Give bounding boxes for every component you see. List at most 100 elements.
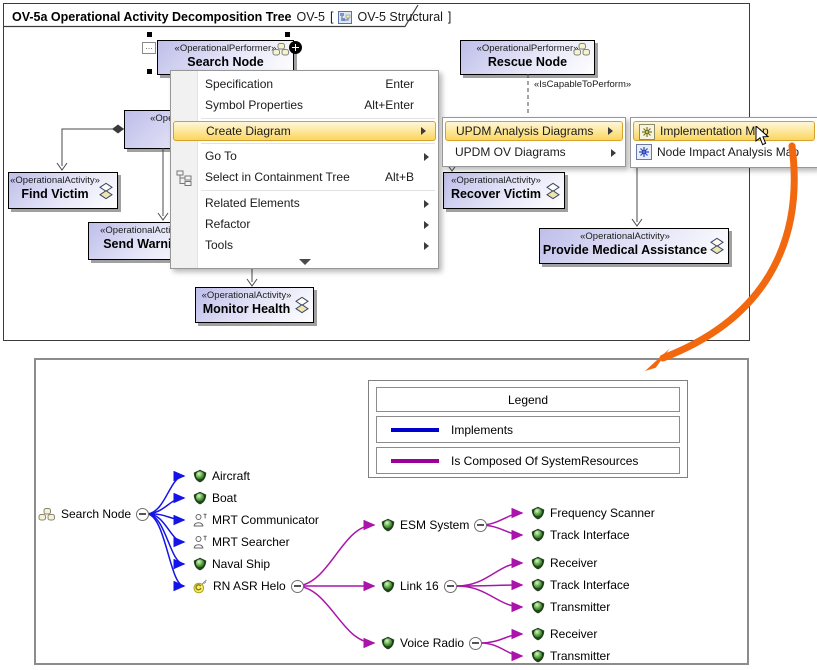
menu-item-create-diagram[interactable]: Create Diagram <box>173 121 436 141</box>
collapse-toggle[interactable] <box>474 518 488 532</box>
stereotype-label: «OperationalActivity» <box>100 225 190 236</box>
menu-item-select-in-containment-tree[interactable]: Select in Containment Tree Alt+B <box>171 167 438 188</box>
legend-title: Legend <box>507 392 549 407</box>
tree-node-label: Frequency Scanner <box>550 506 655 520</box>
post-person-icon <box>193 535 207 549</box>
resource-shield-icon <box>531 506 545 520</box>
tree-node-link-16[interactable]: Link 16 <box>381 578 457 594</box>
menu-item-symbol-properties[interactable]: Symbol Properties Alt+Enter <box>171 95 438 116</box>
node-provide-medical-assistance[interactable]: «OperationalActivity» Provide Medical As… <box>539 228 729 264</box>
node-recover-victim[interactable]: «OperationalActivity» Recover Victim <box>443 172 565 209</box>
resource-artifact-icon <box>193 579 207 593</box>
activity-diamond-icon <box>295 296 309 314</box>
resource-shield-icon <box>531 649 545 663</box>
submenu-arrow-icon <box>424 242 429 250</box>
stereotype-label: «OperationalActivity» <box>580 231 670 242</box>
tree-node-rn-asr-helo[interactable]: RN ASR Helo <box>193 578 304 594</box>
tree-node-boat[interactable]: Boat <box>193 490 237 506</box>
menu-item-specification[interactable]: Specification Enter <box>171 74 438 95</box>
tree-node-label: RN ASR Helo <box>213 579 286 593</box>
performer-group-icon <box>38 507 55 520</box>
tree-node-receiver-2[interactable]: Receiver <box>531 626 597 642</box>
post-person-icon <box>193 513 207 527</box>
menu-item-label: Go To <box>205 149 237 163</box>
resource-shield-icon <box>531 556 545 570</box>
context-menu: Specification Enter Symbol Properties Al… <box>170 70 439 269</box>
flyout-item-node-impact-analysis-map[interactable]: Node Impact Analysis Map <box>631 142 817 163</box>
bracket-open: [ <box>329 10 334 24</box>
node-search-node[interactable]: «OperationalPerformer» Search Node <box>157 40 294 75</box>
resource-shield-icon <box>193 491 207 505</box>
tree-node-label: Receiver <box>550 556 598 570</box>
menu-separator <box>201 143 435 144</box>
tree-node-search-node[interactable]: Search Node <box>38 506 150 522</box>
menu-item-label: Create Diagram <box>206 124 291 138</box>
menu-item-label: Symbol Properties <box>205 98 304 112</box>
activity-diamond-icon <box>99 182 113 199</box>
tree-node-label: ESM System <box>400 518 470 532</box>
submenu-item-updm-ov-diagrams[interactable]: UPDM OV Diagrams <box>443 142 625 163</box>
tree-node-mrt-searcher[interactable]: MRT Searcher <box>193 534 290 550</box>
menu-scroll-more-icon[interactable] <box>298 259 311 265</box>
tree-node-frequency-scanner[interactable]: Frequency Scanner <box>531 505 655 521</box>
tree-node-label: Transmitter <box>550 649 611 663</box>
bracket-close: ] <box>447 10 452 24</box>
node-find-victim[interactable]: «OperationalActivity» Find Victim <box>8 172 118 209</box>
collapse-toggle[interactable] <box>290 579 304 593</box>
selection-handle[interactable] <box>147 32 152 37</box>
tree-node-track-interface-1[interactable]: Track Interface <box>531 527 630 543</box>
node-name: Rescue Node <box>487 55 568 69</box>
diagram-title-text: OV-5a Operational Activity Decomposition… <box>12 10 292 24</box>
tree-node-voice-radio[interactable]: Voice Radio <box>381 635 483 651</box>
node-name: Recover Victim <box>450 187 542 201</box>
expand-plus-button[interactable] <box>289 41 302 54</box>
legend-entry-implements: Implements <box>376 416 680 443</box>
selection-handle[interactable] <box>285 32 290 37</box>
tree-node-mrt-communicator[interactable]: MRT Communicator <box>193 512 319 528</box>
resource-shield-icon <box>193 469 207 483</box>
menu-shortcut: Enter <box>385 77 414 91</box>
tree-node-receiver-1[interactable]: Receiver <box>531 555 597 571</box>
flyout-item-implementation-map[interactable]: Implementation Map <box>633 121 815 141</box>
tree-node-transmitter-2[interactable]: Transmitter <box>531 648 610 664</box>
tree-node-transmitter-1[interactable]: Transmitter <box>531 599 610 615</box>
collapse-toggle[interactable] <box>136 507 150 521</box>
menu-item-go-to[interactable]: Go To <box>171 146 438 167</box>
containment-tree-icon <box>176 170 192 186</box>
tree-node-naval-ship[interactable]: Naval Ship <box>193 556 270 572</box>
resource-shield-icon <box>531 600 545 614</box>
smart-manipulator-button[interactable]: … <box>142 42 156 54</box>
tree-node-label: Naval Ship <box>212 557 271 571</box>
tree-node-label: MRT Communicator <box>212 513 319 527</box>
node-monitor-health[interactable]: «OperationalActivity» Monitor Health <box>195 287 314 323</box>
relationship-label: «IsCapableToPerform» <box>534 79 632 90</box>
legend-title-box: Legend <box>376 387 680 412</box>
tree-node-label: Boat <box>212 491 237 505</box>
resource-shield-icon <box>381 579 395 593</box>
menu-item-tools[interactable]: Tools <box>171 235 438 256</box>
tree-node-label: Transmitter <box>550 600 611 614</box>
menu-item-refactor[interactable]: Refactor <box>171 214 438 235</box>
composed-line-swatch <box>391 458 439 463</box>
tree-node-track-interface-2[interactable]: Track Interface <box>531 577 630 593</box>
menu-item-label: Select in Containment Tree <box>205 170 350 184</box>
menu-icon-gutter <box>171 71 198 268</box>
selection-handle[interactable] <box>147 69 152 74</box>
menu-item-label: Tools <box>205 238 234 252</box>
tree-node-esm-system[interactable]: ESM System <box>381 517 488 533</box>
node-name: Search Node <box>187 55 264 69</box>
submenu-arrow-icon <box>424 153 429 161</box>
menu-item-related-elements[interactable]: Related Elements <box>171 193 438 214</box>
resource-shield-icon <box>193 557 207 571</box>
tree-node-aircraft[interactable]: Aircraft <box>193 468 250 484</box>
collapse-toggle[interactable] <box>443 579 457 593</box>
node-name: Provide Medical Assistance <box>542 243 708 257</box>
node-name: Monitor Health <box>202 302 291 316</box>
submenu-item-updm-analysis-diagrams[interactable]: UPDM Analysis Diagrams <box>445 121 623 141</box>
menu-item-label: UPDM OV Diagrams <box>455 145 566 159</box>
collapse-toggle[interactable] <box>469 636 483 650</box>
implementation-map-icon <box>639 124 655 140</box>
legend: Legend Implements Is Composed Of SystemR… <box>368 380 688 478</box>
node-rescue-node[interactable]: «OperationalPerformer» Rescue Node <box>460 40 595 75</box>
resource-shield-icon <box>531 528 545 542</box>
